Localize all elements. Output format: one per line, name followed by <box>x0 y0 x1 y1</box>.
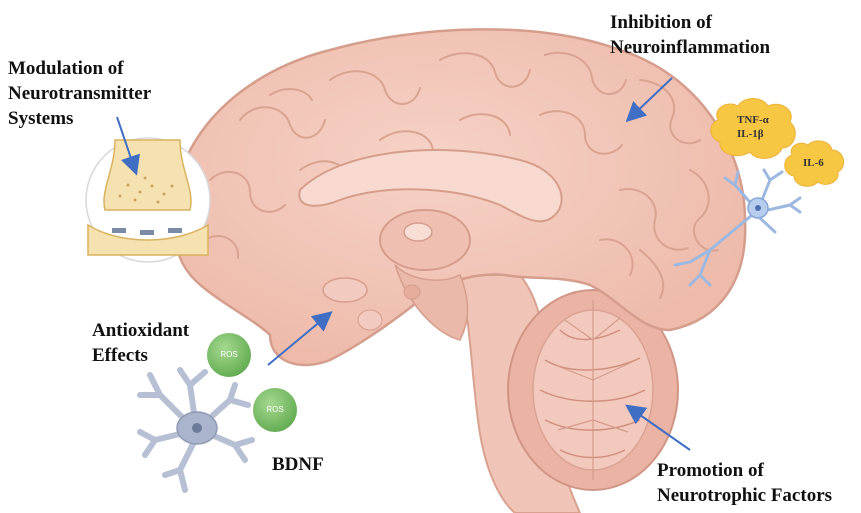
label-line: Antioxidant <box>92 318 189 343</box>
ros-label-1: ROS <box>209 350 249 359</box>
label-inhibition-of-neuroinflammation: Inhibition of Neuroinflammation <box>610 10 770 60</box>
label-line: Inhibition of <box>610 10 770 35</box>
label-line: Modulation of <box>8 56 151 81</box>
label-bdnf: BDNF <box>272 452 324 477</box>
cytokine-tnf-label: TNF-α <box>737 114 769 127</box>
label-line: Promotion of <box>657 458 832 483</box>
label-line: Neuroinflammation <box>610 35 770 60</box>
label-line: Systems <box>8 106 151 131</box>
cytokine-il1b-label: IL-1β <box>737 128 764 141</box>
label-line: Neurotrophic Factors <box>657 483 832 508</box>
label-antioxidant-effects: Antioxidant Effects <box>92 318 189 368</box>
label-line: Effects <box>92 343 189 368</box>
label-promotion-of-neurotrophic-factors: Promotion of Neurotrophic Factors <box>657 458 832 508</box>
synapse-illustration <box>86 138 210 262</box>
cytokine-il6-label: IL-6 <box>803 157 824 170</box>
ros-label-2: ROS <box>255 405 295 414</box>
label-line: Neurotransmitter <box>8 81 151 106</box>
label-modulation-of-neurotransmitter-systems: Modulation of Neurotransmitter Systems <box>8 56 151 131</box>
